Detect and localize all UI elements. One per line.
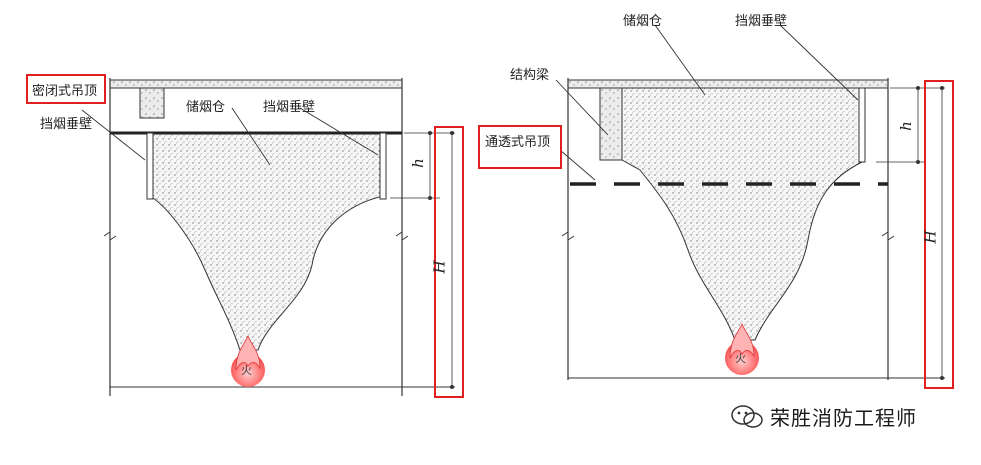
wechat-icon — [731, 404, 763, 428]
left-smoke-curtain-right — [379, 132, 387, 200]
right-ceiling-highlight — [478, 125, 562, 169]
right-perforated-ceiling-label: 通透式吊顶 — [485, 135, 551, 150]
right-fire-label: 火 — [735, 352, 746, 365]
right-flame — [729, 322, 755, 359]
right-curtain-label: 挡烟垂壁 — [735, 14, 788, 29]
right-H-label: H — [921, 230, 940, 244]
right-structural-beam — [599, 87, 623, 161]
left-structural-beam — [139, 87, 165, 119]
right-floor-slab — [567, 79, 889, 89]
right-break-mark-1 — [561, 231, 575, 241]
left-ceiling-highlight — [26, 74, 106, 104]
left-smoke-reservoir-shape — [149, 133, 384, 351]
left-curtain-label-left: 挡烟垂壁 — [40, 117, 93, 132]
left-flame — [235, 334, 261, 371]
left-fire-label: 火 — [241, 364, 252, 377]
left-smoke-curtain-left — [146, 132, 154, 200]
left-break-mark-1 — [103, 231, 117, 241]
left-reservoir-label: 储烟仓 — [186, 100, 226, 115]
left-H-label: H — [430, 260, 449, 274]
right-diagram — [555, 24, 945, 380]
right-h-label: h — [896, 121, 915, 131]
right-smoke-reservoir-shape — [621, 87, 863, 341]
left-break-mark-2 — [395, 231, 409, 241]
right-beam-label: 结构梁 — [510, 68, 550, 83]
watermark: 荣胜消防工程师 — [730, 402, 917, 431]
left-diagram — [81, 78, 455, 396]
left-sealed-ceiling-label: 密闭式吊顶 — [32, 84, 98, 99]
right-smoke-curtain — [858, 87, 866, 163]
right-H-highlight — [924, 80, 954, 389]
watermark-text: 荣胜消防工程师 — [770, 406, 917, 430]
right-reservoir-label: 储烟仓 — [623, 14, 663, 29]
right-break-mark-2 — [881, 231, 895, 241]
left-H-highlight — [434, 126, 464, 398]
left-h-label: h — [408, 158, 427, 168]
left-curtain-label-right: 挡烟垂壁 — [263, 100, 316, 115]
left-floor-slab — [109, 79, 403, 89]
